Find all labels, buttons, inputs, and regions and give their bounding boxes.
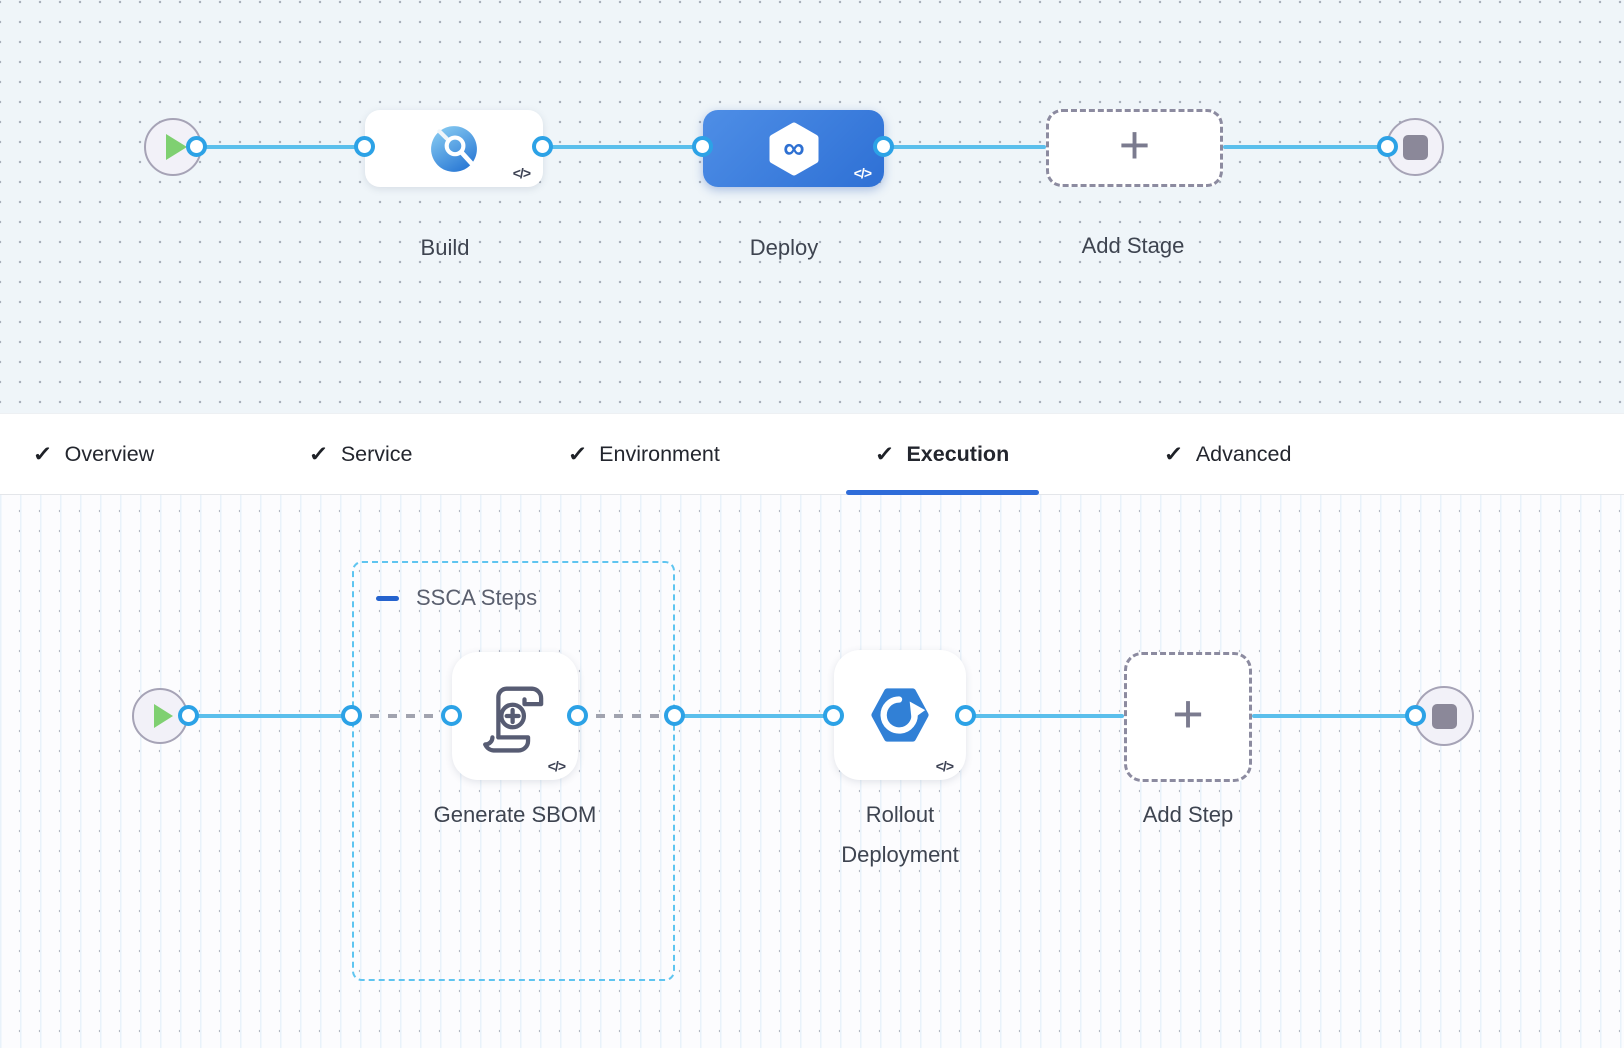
play-icon [165, 134, 187, 160]
stage-node-deploy[interactable]: ∞ </> [703, 110, 884, 187]
edge-addstage-end [1223, 145, 1415, 149]
port-start-out[interactable] [178, 705, 199, 726]
ci-build-icon [431, 125, 477, 172]
tab-label: Execution [906, 441, 1010, 466]
ssca-group-label: SSCA Steps [416, 585, 538, 610]
tab-service[interactable]: ✓ Service [280, 414, 442, 494]
step-label-rollout-deployment: Rollout Deployment [841, 802, 959, 867]
execution-canvas[interactable]: SSCA Steps </> Generate SBOM [0, 495, 1624, 1048]
play-icon [153, 704, 173, 728]
add-stage-button[interactable]: + [1046, 109, 1223, 187]
add-step-button[interactable]: + [1124, 652, 1252, 782]
port-rollout-out[interactable] [955, 705, 976, 726]
edge-group-sbom [352, 714, 452, 718]
stop-icon [1402, 134, 1428, 160]
edge-rollout-addstep [966, 714, 1124, 718]
cd-deploy-icon: ∞ [769, 122, 818, 175]
edge-start-build [173, 145, 365, 149]
port-build-in[interactable] [354, 136, 375, 157]
sbom-scroll-icon [483, 686, 544, 753]
edge-addstep-end [1252, 714, 1444, 718]
edge-sbom-group [578, 714, 675, 718]
tab-environment[interactable]: ✓ Environment [539, 414, 750, 494]
port-sbom-out[interactable] [567, 705, 588, 726]
port-start-out[interactable] [186, 136, 207, 157]
ssca-step-group[interactable]: SSCA Steps [352, 561, 675, 981]
port-sbom-in[interactable] [441, 705, 462, 726]
edge-build-deploy [543, 145, 703, 149]
code-icon[interactable]: </> [853, 165, 872, 181]
check-icon: ✓ [1163, 442, 1185, 466]
port-group-in[interactable] [341, 705, 362, 726]
plus-icon: + [1172, 684, 1204, 744]
edge-group-rollout [675, 714, 834, 718]
edge-start-group [160, 714, 352, 718]
tab-advanced[interactable]: ✓ Advanced [1135, 414, 1321, 494]
stage-label-build: Build [420, 235, 470, 260]
stage-label-deploy: Deploy [749, 235, 819, 260]
stage-label-add-stage: Add Stage [1081, 233, 1185, 258]
port-end-in[interactable] [1377, 136, 1398, 157]
step-node-rollout-deployment[interactable]: </> [834, 650, 966, 780]
tab-overview[interactable]: ✓ Overview [4, 414, 184, 494]
plus-icon: + [1118, 115, 1151, 175]
port-deploy-in[interactable] [692, 136, 713, 157]
collapse-minus-icon[interactable] [376, 595, 399, 601]
port-deploy-out[interactable] [873, 136, 894, 157]
check-icon: ✓ [567, 442, 588, 466]
tab-label: Service [340, 441, 413, 466]
stage-tab-bar: ✓ Overview ✓ Service ✓ Environment ✓ Exe… [0, 413, 1624, 495]
edge-deploy-addstage [884, 145, 1046, 149]
svg-text:∞: ∞ [783, 132, 804, 165]
check-icon: ✓ [874, 442, 895, 466]
tab-label: Environment [599, 441, 720, 466]
step-label-generate-sbom: Generate SBOM [433, 802, 597, 827]
code-icon[interactable]: </> [935, 758, 954, 774]
rollout-deployment-icon [871, 688, 929, 742]
tab-label: Advanced [1195, 441, 1292, 466]
port-rollout-in[interactable] [823, 705, 844, 726]
step-label-add-step: Add Step [1142, 802, 1234, 827]
port-group-out[interactable] [664, 705, 685, 726]
ssca-group-header[interactable]: SSCA Steps [376, 585, 537, 611]
code-icon[interactable]: </> [547, 758, 566, 774]
stage-node-build[interactable]: </> [365, 110, 543, 187]
step-node-generate-sbom[interactable]: </> [452, 652, 578, 780]
code-icon[interactable]: </> [512, 165, 531, 181]
check-icon: ✓ [32, 442, 53, 466]
stage-pipeline-canvas[interactable]: </> Build ∞ </> Deploy + Add Stage [0, 0, 1624, 413]
stop-icon [1431, 703, 1457, 729]
tab-label: Overview [64, 441, 155, 466]
port-end-in[interactable] [1405, 705, 1426, 726]
port-build-out[interactable] [532, 136, 553, 157]
tab-execution[interactable]: ✓ Execution [845, 414, 1040, 495]
check-icon: ✓ [308, 442, 330, 466]
